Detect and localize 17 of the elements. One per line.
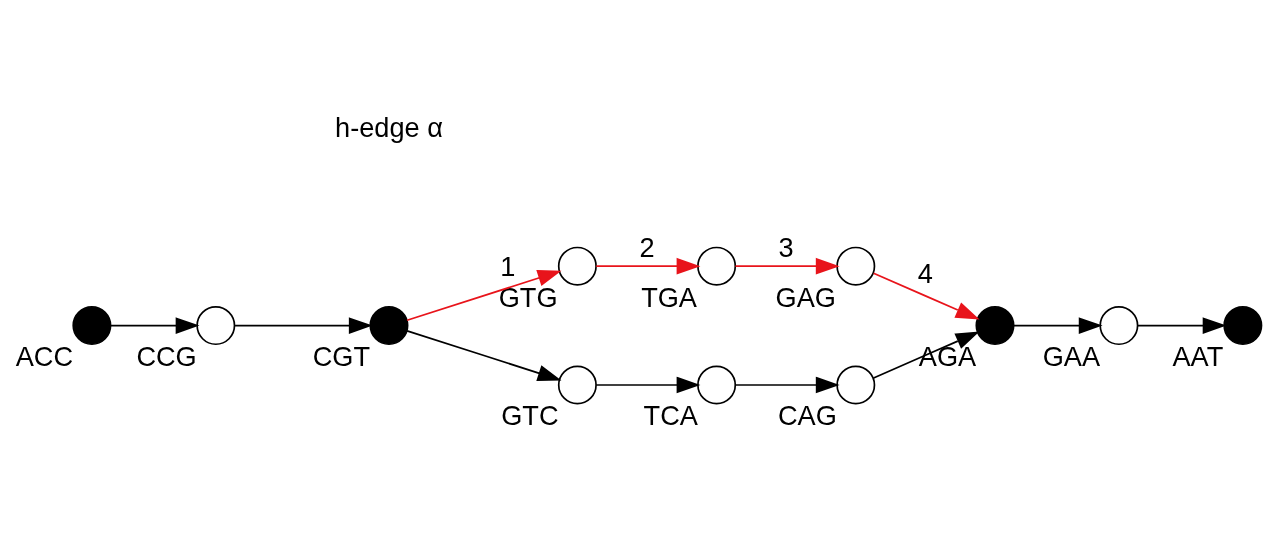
node-label: GTC bbox=[501, 400, 559, 432]
node-label: ACC bbox=[15, 340, 74, 372]
node-label: AGA bbox=[918, 340, 977, 372]
node-label: TGA bbox=[641, 281, 697, 313]
node-label: GAG bbox=[775, 281, 836, 313]
label: h-edge α bbox=[335, 111, 443, 143]
edge-label: 1 bbox=[500, 251, 516, 282]
node-label: TCA bbox=[643, 400, 698, 432]
edge-label: 2 bbox=[639, 232, 655, 264]
node-label: CGT bbox=[312, 340, 371, 372]
node-label: GAA bbox=[1042, 340, 1101, 372]
node-label: AAT bbox=[1172, 340, 1224, 372]
edge-label: 3 bbox=[778, 232, 794, 264]
node-label: GTG bbox=[498, 281, 558, 313]
node-label: CAG bbox=[777, 400, 837, 432]
edge-label: 4 bbox=[917, 257, 933, 289]
node-label: CCG bbox=[136, 340, 197, 372]
